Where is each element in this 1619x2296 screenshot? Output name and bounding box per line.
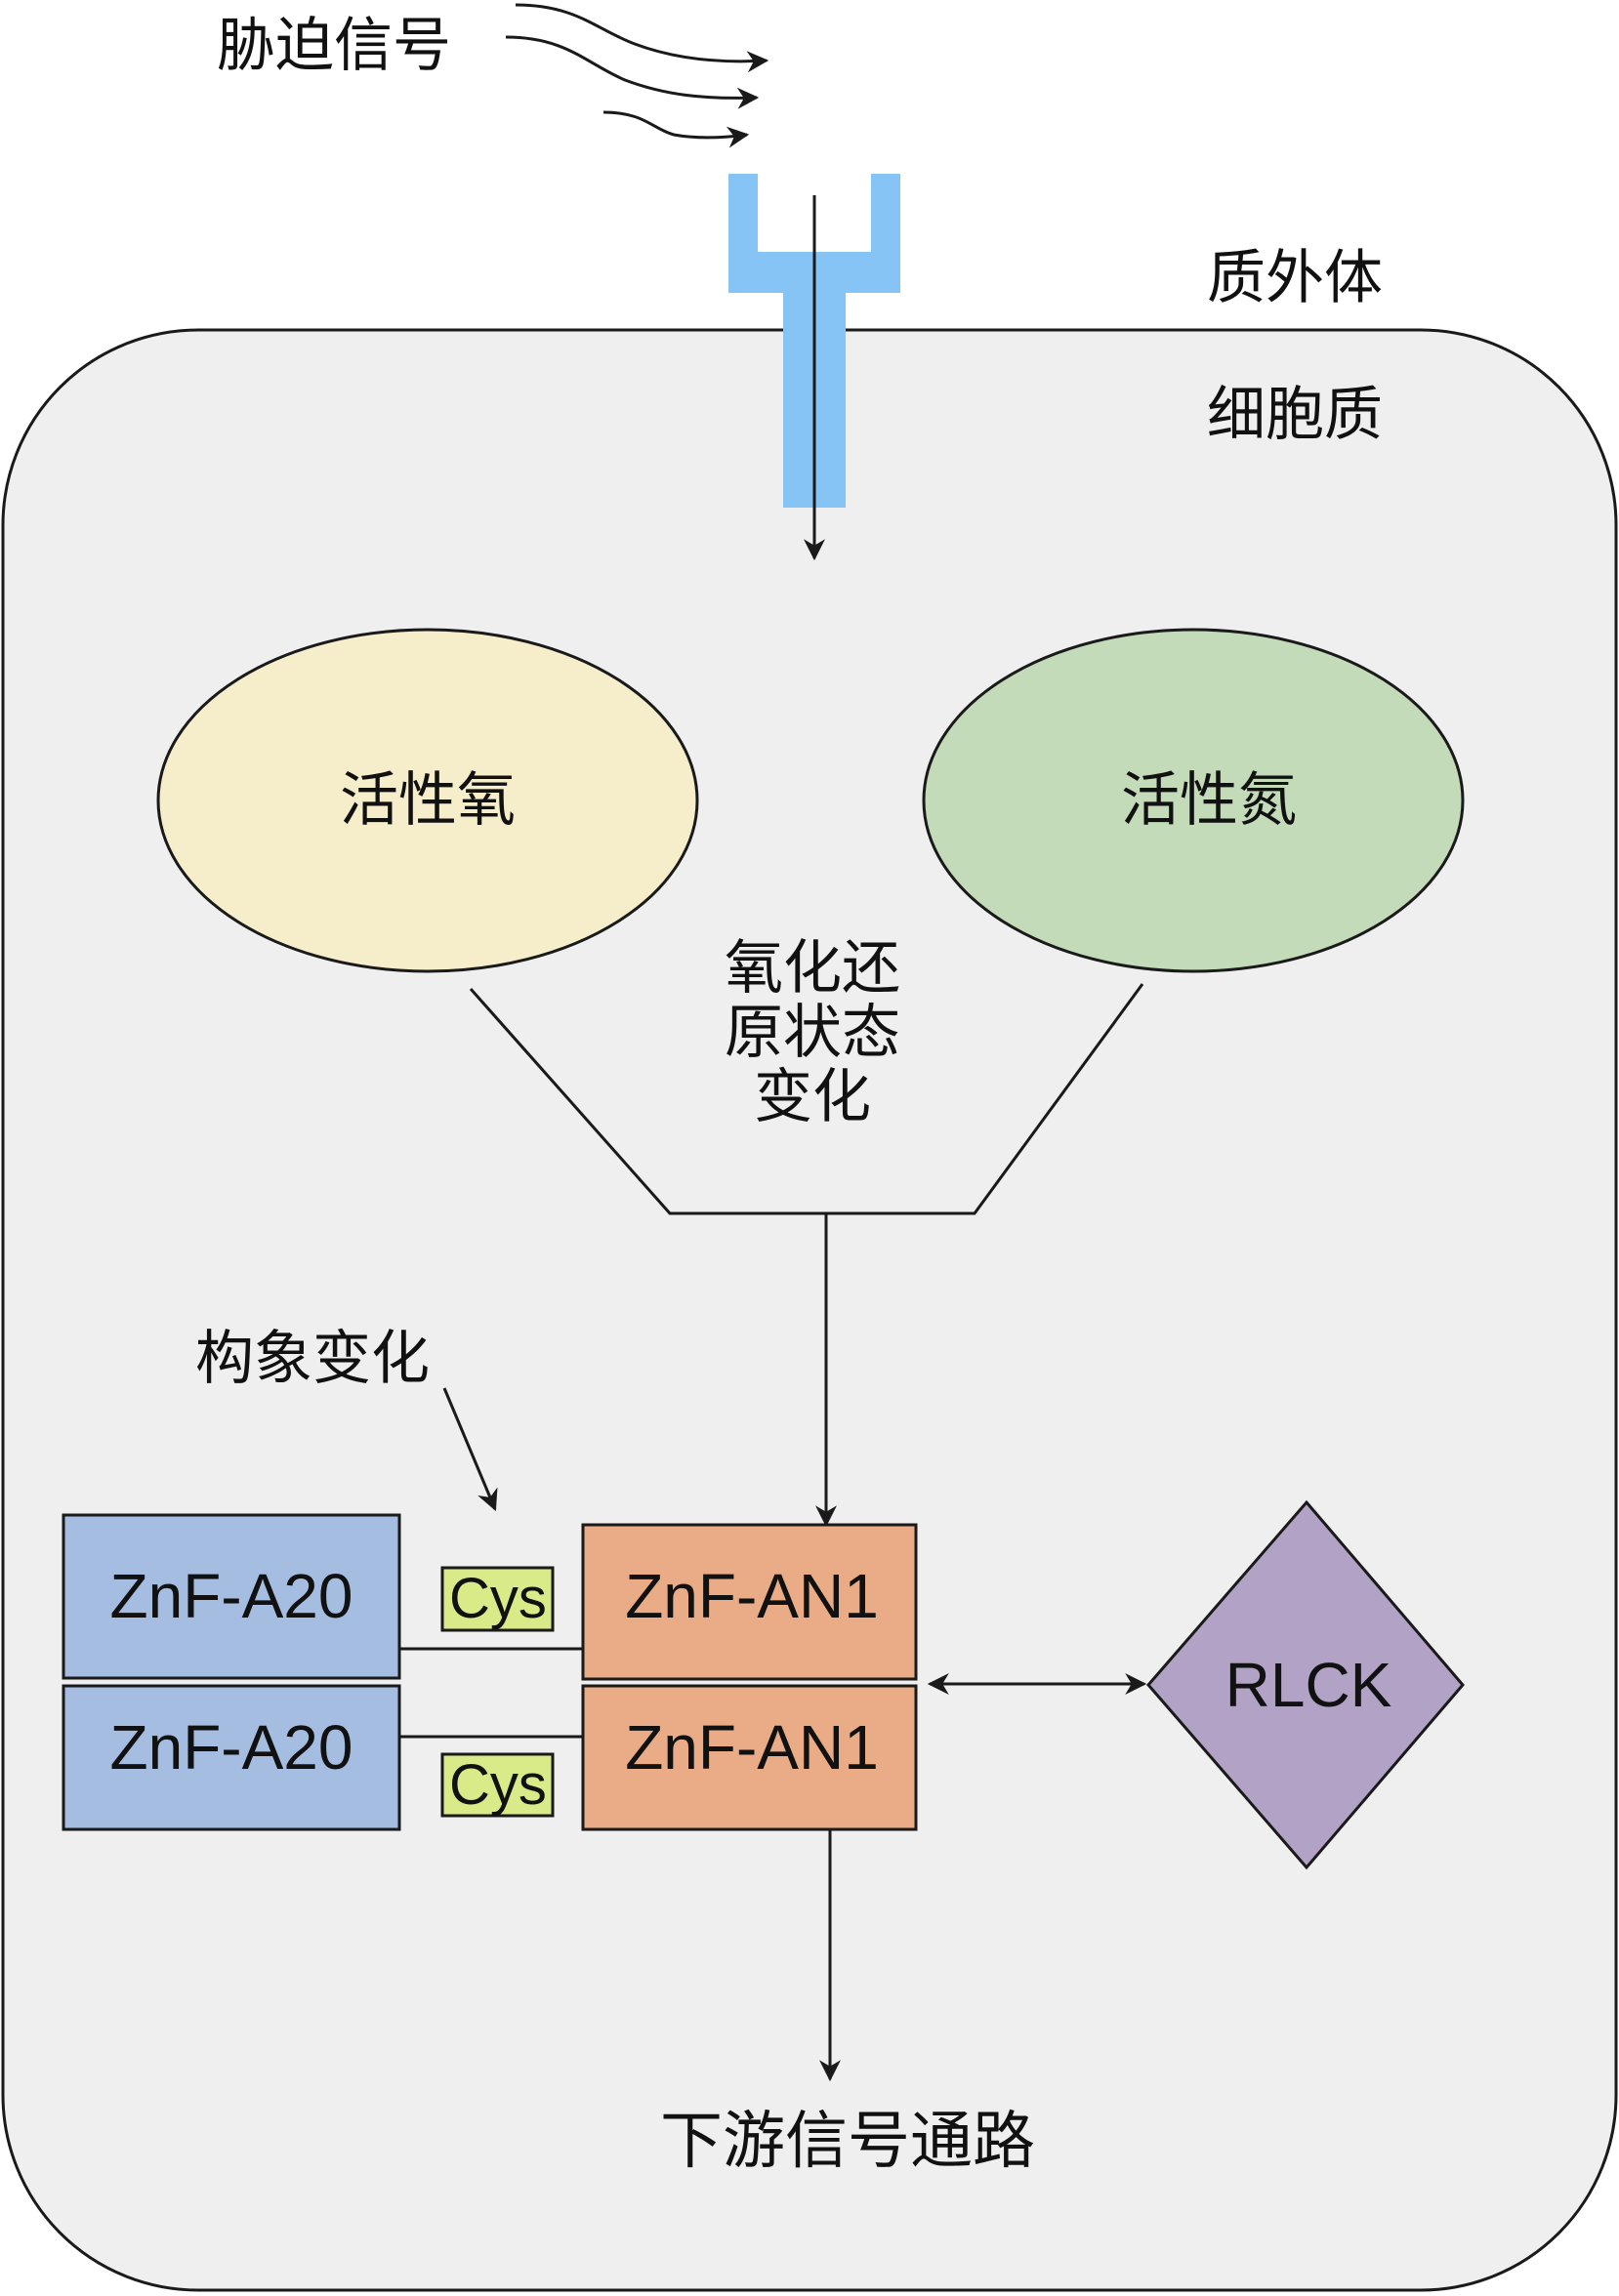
redox-label-line3: 变化 [754, 1063, 871, 1131]
downstream-label: 下游信号通路 [660, 2106, 1035, 2178]
redox-funnel [469, 983, 1144, 1215]
cell-boundary [1, 328, 1618, 2292]
znf-an1-bottom-box [581, 1684, 918, 1831]
rlck-diamond [1146, 1499, 1465, 1870]
ros-label: 活性氧 [340, 766, 516, 835]
stress-signal-arrows [505, 3, 769, 148]
znf-an1-top-box [581, 1523, 918, 1681]
rlck-label: RLCK [1225, 1650, 1392, 1720]
conformation-label: 构象变化 [195, 1325, 430, 1393]
cytoplasm-label: 细胞质 [1207, 381, 1383, 449]
znf-a20-bottom-box [62, 1684, 401, 1831]
znf-a20-bottom-label: ZnF-A20 [110, 1712, 353, 1783]
extracellular-label: 质外体 [1207, 244, 1383, 312]
znf-a20-top-label: ZnF-A20 [110, 1561, 353, 1631]
ros-ellipse [156, 628, 699, 973]
cys-top-label: Cys [449, 1567, 547, 1630]
redox-label-line2: 原状态 [725, 999, 900, 1067]
znf-an1-bottom-label: ZnF-AN1 [625, 1712, 879, 1783]
redox-label-line1: 氧化还 [725, 934, 900, 1003]
znf-a20-top-box [62, 1513, 401, 1680]
rns-ellipse [922, 628, 1465, 973]
conformation-arrow [442, 1387, 498, 1512]
znf-an1-top-label: ZnF-AN1 [625, 1561, 879, 1631]
cys-bottom-label: Cys [449, 1753, 547, 1817]
stress-signal-label: 胁迫信号 [217, 12, 451, 80]
cys-top-tag [440, 1566, 555, 1632]
cys-bottom-tag [440, 1752, 555, 1818]
rns-label: 活性氮 [1121, 766, 1297, 835]
